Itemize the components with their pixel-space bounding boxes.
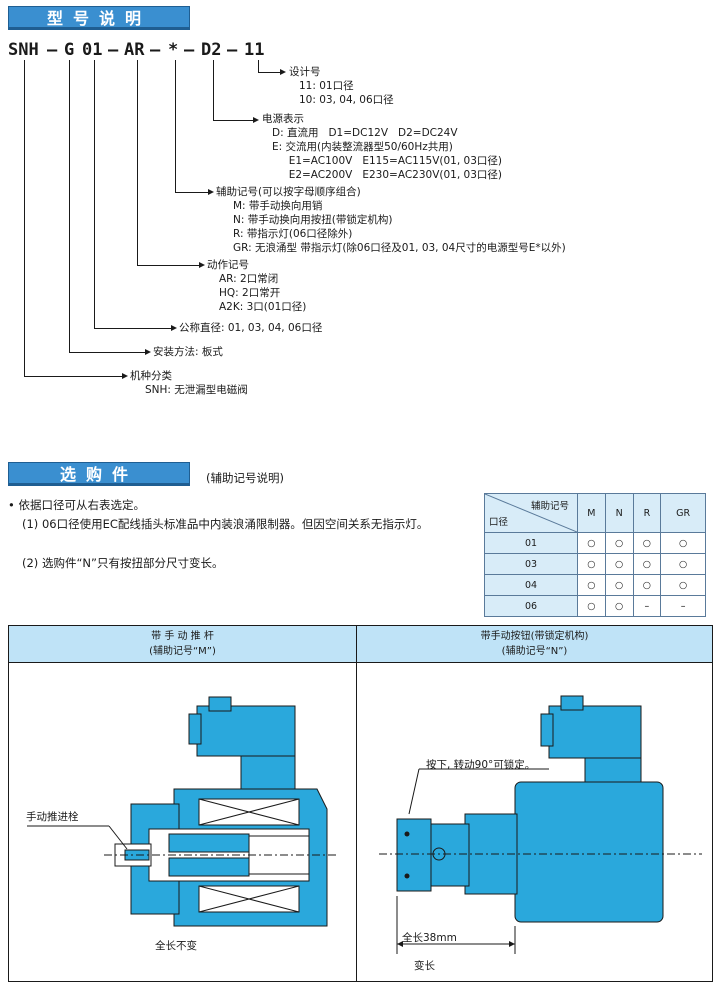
table-row: 01 ○ ○ ○ ○ bbox=[484, 532, 706, 554]
table-cell: ○ bbox=[632, 532, 662, 554]
label-press-lock: 按下, 转动90°可锁定。 bbox=[426, 759, 536, 771]
table-col-r: R bbox=[632, 493, 662, 533]
desc-action-line: AR: 2口常闭 bbox=[219, 273, 279, 285]
panel-right-title: 带手动按钮(带锁定机构) bbox=[480, 631, 589, 642]
table-cell: ○ bbox=[604, 532, 634, 554]
valve-m-drawing bbox=[27, 696, 339, 927]
code-01: 01 bbox=[82, 40, 103, 60]
label-manual-pin: 手动推进栓 bbox=[26, 811, 79, 823]
table-corner: 辅助记号 口径 bbox=[484, 493, 578, 533]
desc-type-title: 机种分类 bbox=[130, 370, 172, 382]
desc-aux-line: GR: 无浪涌型 带指示灯(除06口径及01, 03, 04尺寸的电源型号E*以… bbox=[233, 242, 566, 254]
desc-action-line: HQ: 2口常开 bbox=[219, 287, 281, 299]
note-2: (2) 选购件“N”只有按扭部分尺寸变长。 bbox=[22, 556, 224, 570]
table-cell: ○ bbox=[577, 595, 606, 617]
code-g: G bbox=[64, 40, 75, 60]
table-cell: ○ bbox=[604, 553, 634, 575]
table-col-gr: GR bbox=[660, 493, 706, 533]
table-header-left: 口径 bbox=[489, 517, 509, 528]
table-row-size: 01 bbox=[484, 532, 578, 554]
desc-aux-line: R: 带指示灯(06口径除外) bbox=[233, 228, 353, 240]
desc-aux-line: N: 带手动换向用按扭(带锁定机构) bbox=[233, 214, 393, 226]
desc-power-line: E1=AC100V E115=AC115V(01, 03口径) bbox=[272, 155, 502, 167]
table-col-n: N bbox=[604, 493, 634, 533]
desc-design-title: 设计号 bbox=[289, 66, 321, 78]
table-row: 06 ○ ○ – – bbox=[484, 595, 706, 617]
panel-left-head: 带 手 动 推 杆 (辅助记号“M”) bbox=[8, 625, 357, 663]
table-row-size: 06 bbox=[484, 595, 578, 617]
section-subtitle: (辅助记号说明) bbox=[206, 471, 284, 485]
table-cell: ○ bbox=[632, 553, 662, 575]
section-title-options: 选购件 bbox=[8, 462, 190, 484]
note-1: (1) 06口径使用EC配线插头标准品中内装浪涌限制器。但因空间关系无指示灯。 bbox=[22, 517, 429, 531]
table-row: 04 ○ ○ ○ ○ bbox=[484, 574, 706, 596]
table-header-top: 辅助记号 bbox=[530, 501, 569, 512]
table-cell: ○ bbox=[577, 574, 606, 596]
table-cell: ○ bbox=[660, 532, 706, 554]
code-dash: – bbox=[227, 40, 238, 60]
section-rule bbox=[8, 28, 190, 30]
desc-mount: 安装方法: 板式 bbox=[153, 346, 223, 358]
label-length-changed: 变长 bbox=[414, 960, 435, 972]
table-cell: ○ bbox=[577, 532, 606, 554]
desc-power-line: D: 直流用 D1=DC12V D2=DC24V bbox=[272, 127, 458, 139]
table-cell: ○ bbox=[604, 574, 634, 596]
code-snh: SNH bbox=[8, 40, 39, 60]
table-cell: – bbox=[632, 595, 662, 617]
table-row-size: 03 bbox=[484, 553, 578, 575]
table-cell: ○ bbox=[577, 553, 606, 575]
label-dim-38mm: 全长38mm bbox=[402, 932, 457, 944]
panel-right-subtitle: (辅助记号“N”) bbox=[501, 646, 568, 657]
code-ar: AR bbox=[124, 40, 145, 60]
section-title-model: 型号说明 bbox=[8, 6, 190, 28]
table-row-size: 04 bbox=[484, 574, 578, 596]
table-cell: ○ bbox=[660, 574, 706, 596]
code-star: * bbox=[168, 40, 179, 60]
desc-power-line: E2=AC200V E230=AC230V(01, 03口径) bbox=[272, 169, 502, 181]
desc-aux-line: M: 带手动换向用销 bbox=[233, 200, 323, 212]
desc-action-title: 动作记号 bbox=[207, 259, 249, 271]
desc-power-line: E: 交流用(内装整流器型50/60Hz共用) bbox=[272, 141, 453, 153]
valve-n-drawing bbox=[379, 695, 702, 954]
code-dash: – bbox=[150, 40, 161, 60]
code-dash: – bbox=[108, 40, 119, 60]
desc-aux-title: 辅助记号(可以按字母顺序组合) bbox=[216, 186, 361, 198]
code-dash: – bbox=[47, 40, 58, 60]
desc-power-title: 电源表示 bbox=[262, 113, 304, 125]
label-length-unchanged: 全长不变 bbox=[155, 940, 197, 952]
desc-size: 公称直径: 01, 03, 04, 06口径 bbox=[179, 322, 323, 334]
desc-design-line: 11: 01口径 bbox=[299, 80, 354, 92]
table-cell: ○ bbox=[604, 595, 634, 617]
desc-action-line: A2K: 3口(01口径) bbox=[219, 301, 307, 313]
panel-right-head: 带手动按钮(带锁定机构) (辅助记号“N”) bbox=[356, 625, 713, 663]
table-row: 03 ○ ○ ○ ○ bbox=[484, 553, 706, 575]
panel-left-title: 带 手 动 推 杆 bbox=[151, 631, 214, 642]
desc-type-line: SNH: 无泄漏型电磁阀 bbox=[145, 384, 248, 396]
desc-design-line: 10: 03, 04, 06口径 bbox=[299, 94, 394, 106]
note-bullet: • 依据口径可从右表选定。 bbox=[8, 498, 145, 512]
table-col-m: M bbox=[577, 493, 606, 533]
table-cell: ○ bbox=[660, 553, 706, 575]
code-11: 11 bbox=[244, 40, 265, 60]
code-d2: D2 bbox=[201, 40, 222, 60]
section-rule bbox=[8, 484, 190, 486]
code-dash: – bbox=[184, 40, 195, 60]
panel-left-subtitle: (辅助记号“M”) bbox=[149, 646, 216, 657]
option-table: 辅助记号 口径 M N R GR 01 ○ ○ ○ ○ 03 ○ ○ ○ ○ 0… bbox=[484, 493, 706, 617]
table-cell: ○ bbox=[632, 574, 662, 596]
table-cell: – bbox=[660, 595, 706, 617]
